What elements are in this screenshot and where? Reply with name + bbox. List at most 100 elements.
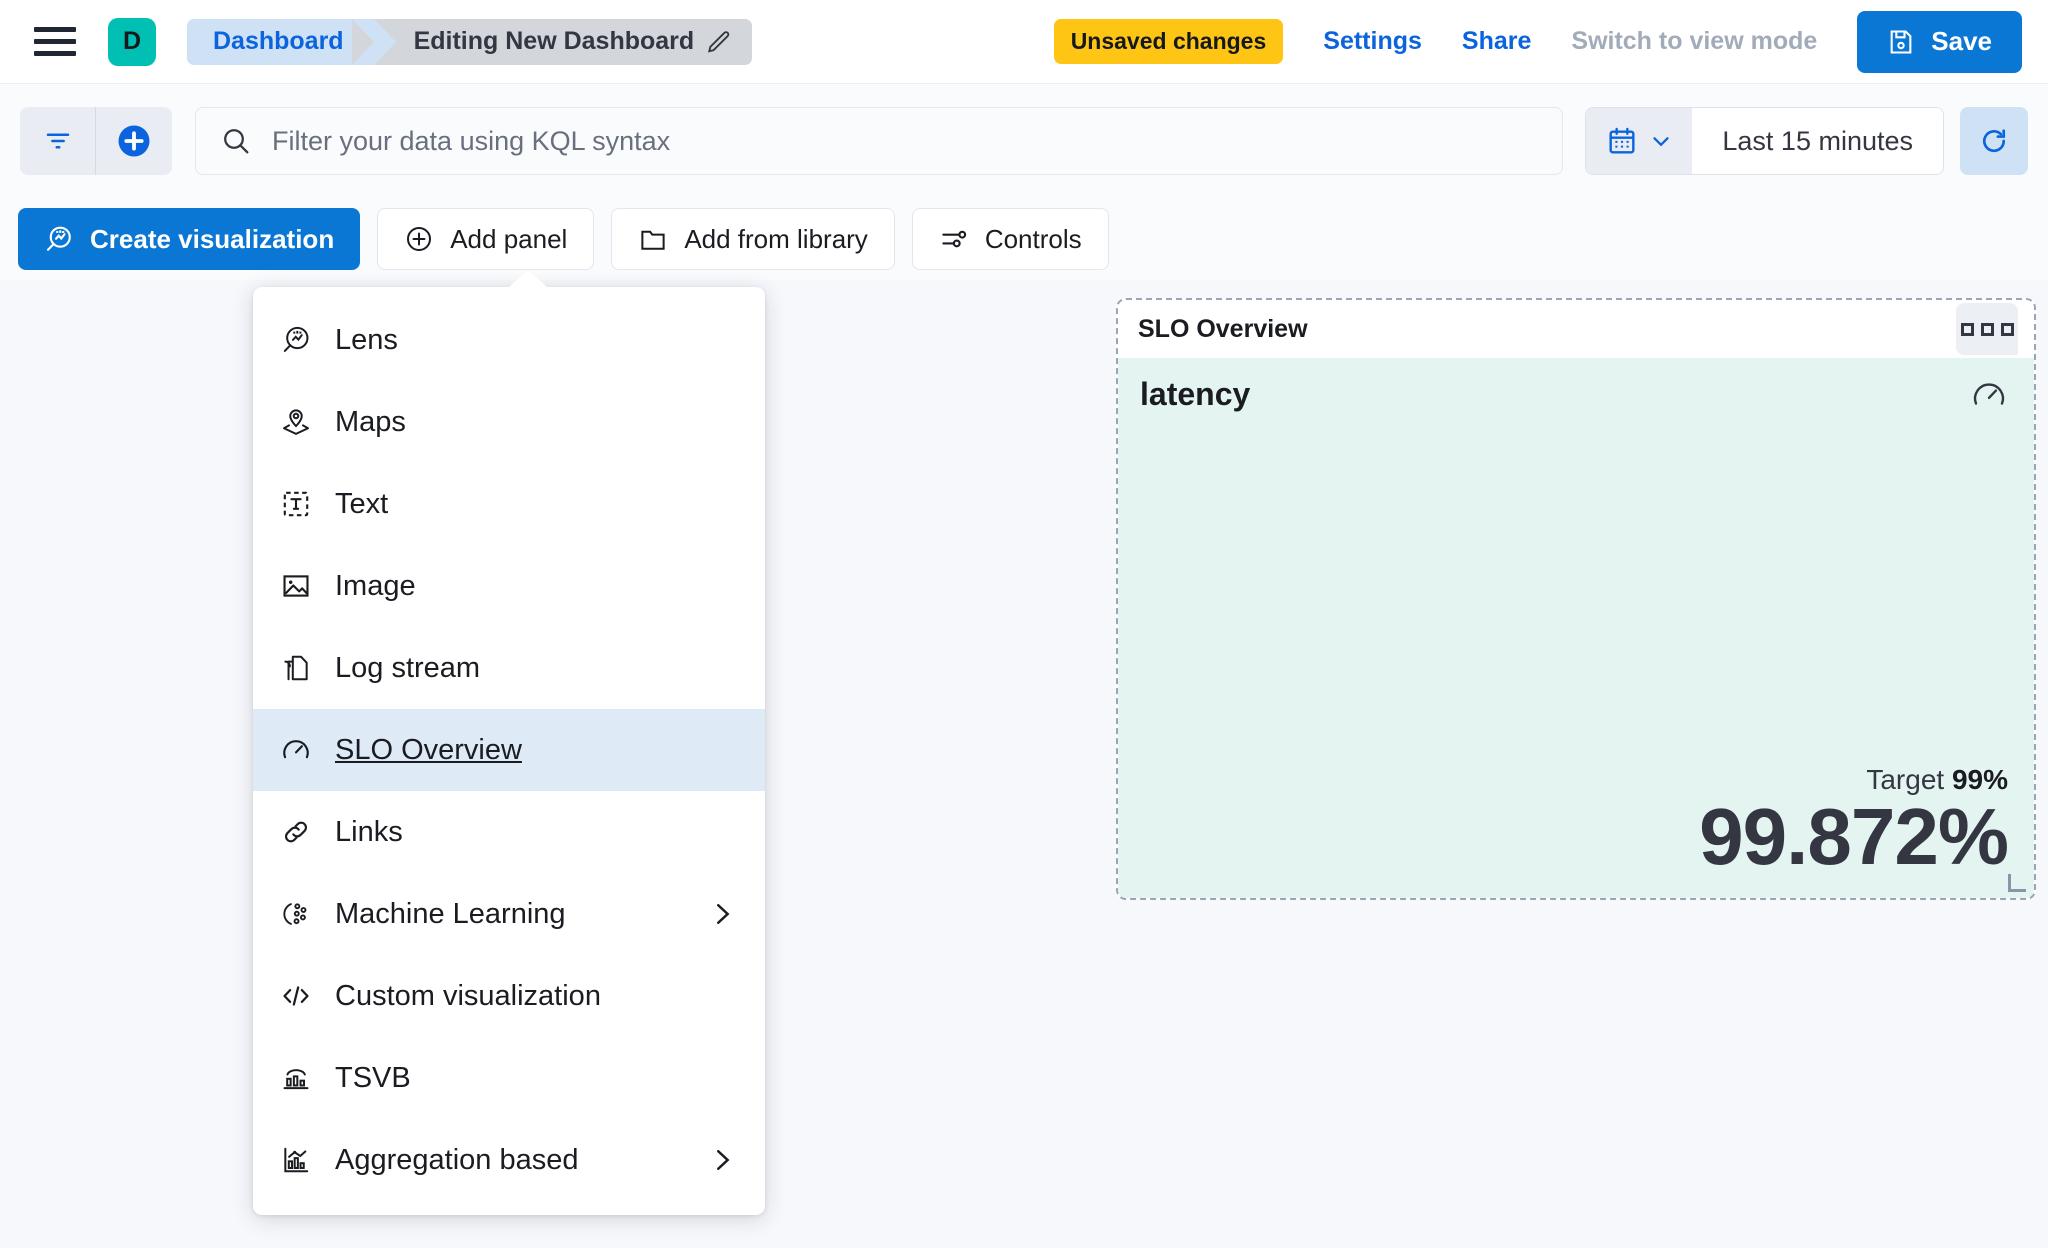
settings-link[interactable]: Settings	[1323, 27, 1422, 55]
slo-sli-value: 99.872%	[1699, 792, 2009, 882]
slo-target-value: 99%	[1951, 764, 2008, 796]
hamburger-bar	[34, 27, 76, 32]
add-from-library-label: Add from library	[684, 223, 868, 254]
grid-dots-icon	[1960, 322, 1974, 336]
chevron-down-icon	[1648, 128, 1674, 154]
folder-icon	[638, 224, 668, 254]
menu-item-aggregation-based[interactable]: Aggregation based	[253, 1119, 765, 1201]
plus-circle-icon	[114, 121, 154, 161]
agg-chart-icon	[279, 1143, 313, 1177]
save-disk-icon	[1887, 28, 1915, 56]
menu-item-text[interactable]: Text	[253, 463, 765, 545]
menu-item-label: Lens	[335, 323, 398, 356]
search-icon	[220, 125, 252, 157]
menu-item-custom-visualization[interactable]: Custom visualization	[253, 955, 765, 1037]
panel-body: latency Target 99% 99.872%	[1118, 358, 2034, 898]
breadcrumb-item-dashboard[interactable]: Dashboard	[187, 18, 396, 65]
menu-item-label: Links	[335, 815, 403, 848]
calendar-icon	[1606, 125, 1638, 157]
controls-label: Controls	[984, 223, 1082, 254]
add-filter-button[interactable]	[96, 107, 172, 175]
panel-context-menu-button[interactable]	[1956, 303, 2018, 355]
date-picker-range-display[interactable]: Last 15 minutes	[1692, 108, 1943, 174]
grid-dots-icon	[1980, 322, 1994, 336]
controls-icon	[939, 224, 969, 254]
create-visualization-button[interactable]: Create visualization	[18, 208, 361, 270]
menu-item-lens[interactable]: Lens	[253, 299, 765, 381]
panel-header: SLO Overview	[1118, 300, 2034, 358]
menu-item-label: Image	[335, 569, 416, 602]
header-actions: Unsaved changes Settings Share Switch to…	[1053, 10, 2048, 73]
menu-item-machine-learning[interactable]: Machine Learning	[253, 873, 765, 955]
hamburger-icon[interactable]	[34, 25, 76, 59]
app-header: D Dashboard Editing New Dashboard Unsave…	[0, 0, 2048, 84]
search-input[interactable]: Filter your data using KQL syntax	[195, 107, 1564, 175]
pencil-icon[interactable]	[706, 29, 732, 55]
chevron-right-icon	[707, 899, 737, 929]
map-marker-icon	[279, 405, 313, 439]
gauge-icon	[1970, 376, 2008, 419]
menu-item-label: SLO Overview	[335, 733, 522, 766]
add-panel-button[interactable]: Add panel	[377, 208, 595, 270]
breadcrumb: Dashboard Editing New Dashboard	[187, 18, 753, 65]
menu-item-slo-overview[interactable]: SLO Overview	[253, 709, 765, 791]
search-input-placeholder: Filter your data using KQL syntax	[272, 125, 671, 156]
plus-circle-icon	[404, 224, 434, 254]
menu-item-image[interactable]: Image	[253, 545, 765, 627]
refresh-icon	[1978, 125, 2010, 157]
switch-to-view-mode-link[interactable]: Switch to view mode	[1571, 27, 1818, 55]
menu-item-label: Aggregation based	[335, 1143, 579, 1176]
controls-button[interactable]: Controls	[911, 208, 1109, 270]
breadcrumb-current-label: Editing New Dashboard	[413, 27, 695, 55]
refresh-button[interactable]	[1960, 107, 2028, 175]
add-panel-menu: Lens Maps Text Image	[253, 270, 765, 1215]
panel-resize-handle[interactable]	[2008, 874, 2026, 892]
share-link[interactable]: Share	[1461, 27, 1532, 55]
hamburger-bar	[34, 39, 76, 44]
panel-body-bottom: Target 99% 99.872%	[1140, 764, 2009, 882]
date-picker-quick-select-button[interactable]	[1586, 108, 1693, 174]
slo-metric-name: latency	[1140, 376, 1251, 412]
query-bar: Filter your data using KQL syntax Last 1…	[0, 84, 2048, 198]
menu-item-maps[interactable]: Maps	[253, 381, 765, 463]
slo-target-label: Target	[1866, 764, 1945, 796]
dashboard-toolbar: Create visualization Add panel Add from …	[0, 198, 2048, 280]
save-button[interactable]: Save	[1857, 10, 2022, 73]
link-icon	[279, 815, 313, 849]
menu-item-label: Text	[335, 487, 389, 520]
code-icon	[279, 979, 313, 1013]
status-badge-unsaved-changes[interactable]: Unsaved changes	[1053, 19, 1284, 64]
tsvb-icon	[279, 1061, 313, 1095]
popover-arrow	[508, 270, 548, 288]
panel-title: SLO Overview	[1138, 314, 1308, 343]
menu-item-label: TSVB	[335, 1061, 411, 1094]
log-stream-icon	[279, 651, 313, 685]
menu-item-label: Custom visualization	[335, 979, 601, 1012]
lens-icon	[279, 323, 313, 357]
grid-dots-icon	[2000, 322, 2014, 336]
add-from-library-button[interactable]: Add from library	[611, 208, 895, 270]
menu-item-links[interactable]: Links	[253, 791, 765, 873]
ml-icon	[279, 897, 313, 931]
hamburger-bar	[34, 51, 76, 56]
gauge-icon	[279, 733, 313, 767]
text-box-icon	[279, 487, 313, 521]
chevron-right-icon	[707, 1145, 737, 1175]
menu-item-label: Log stream	[335, 651, 481, 684]
create-visualization-label: Create visualization	[90, 223, 335, 254]
menu-item-tsvb[interactable]: TSVB	[253, 1037, 765, 1119]
menu-item-log-stream[interactable]: Log stream	[253, 627, 765, 709]
breadcrumb-root-label: Dashboard	[213, 27, 344, 55]
breadcrumb-item-current[interactable]: Editing New Dashboard	[351, 18, 753, 65]
menu-item-label: Maps	[335, 405, 406, 438]
filter-button-group	[20, 107, 172, 175]
panel-body-top: latency	[1140, 376, 2008, 419]
date-picker: Last 15 minutes	[1585, 107, 1944, 175]
slo-target: Target 99%	[1140, 764, 2008, 796]
slo-overview-panel[interactable]: SLO Overview latency Target 99% 99.872%	[1116, 298, 2036, 900]
menu-item-label: Machine Learning	[335, 897, 566, 930]
avatar[interactable]: D	[108, 17, 156, 66]
save-button-label: Save	[1931, 26, 1992, 56]
lens-icon	[44, 224, 74, 254]
filter-icon[interactable]	[20, 107, 96, 175]
